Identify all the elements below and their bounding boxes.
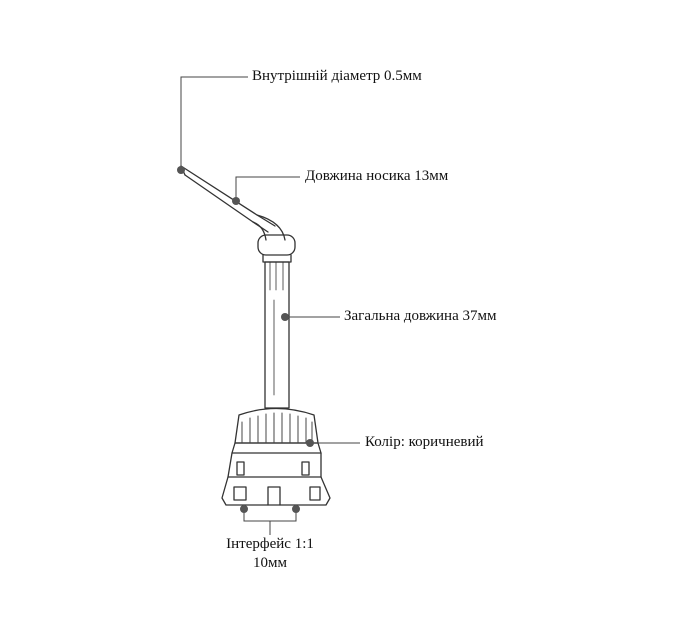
ribbed-hub [231,407,322,454]
dot-tip-length [232,197,240,205]
label-tip-length: Довжина носика 13мм [305,168,449,184]
label-interface: Інтерфейс 1:1 10мм [205,536,335,572]
leader-inner-diameter [180,76,248,170]
label-interface-line2: 10мм [253,555,287,571]
label-color: Колір: коричневий [365,434,484,450]
leader-tip-length [235,176,300,198]
label-total-length: Загальна довжина 37мм [344,308,497,324]
shaft [264,261,290,409]
dot-inner-diameter [177,166,185,174]
dot-color [306,439,314,447]
label-inner-diameter: Внутрішній діаметр 0.5мм [252,68,422,84]
luer-base [221,452,331,506]
dot-interface-left [240,505,248,513]
bent-needle-tip [180,165,286,241]
leader-interface [243,511,297,522]
dot-interface-right [292,505,300,513]
label-interface-line1: Інтерфейс 1:1 [226,536,314,552]
dot-total-length [281,313,289,321]
tip-collar [257,234,296,263]
